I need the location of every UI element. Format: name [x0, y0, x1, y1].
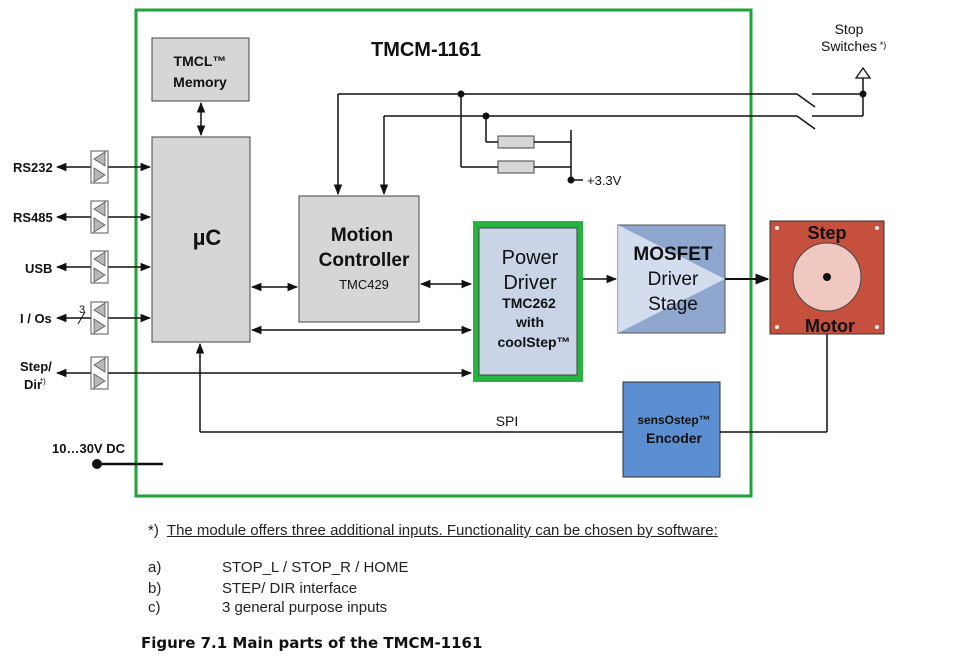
- stop-switch-2: [796, 115, 816, 130]
- motor-label-2: Motor: [805, 316, 855, 336]
- option-c-text: 3 general purpose inputs: [222, 599, 388, 616]
- figure-caption: Figure 7.1 Main parts of the TMCM-1161: [141, 634, 483, 652]
- power-driver-block: [478, 227, 578, 376]
- stop-footnote-mark: *): [880, 40, 887, 50]
- motor-label-1: Step: [807, 223, 846, 243]
- power-label-4: with: [515, 314, 544, 330]
- motor-screw-tl: [775, 226, 779, 230]
- rs485-interface: RS485: [13, 200, 152, 234]
- stop-node: [859, 90, 867, 98]
- stepdir-label-1: Step/: [20, 359, 52, 374]
- motor-screw-tr: [875, 226, 879, 230]
- stepdir-mark: *): [40, 377, 46, 386]
- motion-label-2: Controller: [319, 250, 410, 271]
- motor-screw-br: [875, 325, 879, 329]
- motor-shaft: [823, 273, 831, 281]
- mosfet-label-1: MOSFET: [633, 244, 713, 265]
- power-label-5: coolStep™: [497, 334, 570, 350]
- memory-label-2: Memory: [173, 74, 227, 90]
- uc-block: [151, 136, 251, 343]
- module-title: TMCM-1161: [371, 39, 481, 61]
- encoder-block: [622, 381, 721, 478]
- usb-interface: USB: [25, 250, 152, 284]
- option-b-key: b): [148, 580, 162, 597]
- stepdir-label-2: Dir: [24, 377, 42, 392]
- footnote-line: *) The module offers three additional in…: [148, 522, 718, 539]
- power-label-1: Power: [502, 247, 559, 269]
- motion-label-3: TMC429: [339, 277, 389, 292]
- mosfet-arrow-shape: [618, 225, 725, 333]
- v33-label: +3.3V: [587, 173, 622, 188]
- option-c-key: c): [148, 599, 161, 616]
- motion-label-1: Motion: [331, 225, 393, 246]
- encoder-label-2: Encoder: [646, 430, 703, 446]
- power-label-2: Driver: [503, 272, 557, 294]
- rs232-label: RS232: [13, 160, 53, 175]
- ios-interface: I / Os 3: [20, 301, 152, 335]
- mosfet-label-2: Driver: [648, 269, 699, 290]
- encoder-label-1: sensOstep™: [637, 413, 710, 427]
- stepdir-interface: Step/ Dir *): [20, 356, 473, 392]
- option-a-text: STOP_L / STOP_R / HOME: [222, 559, 409, 576]
- option-a-key: a): [148, 559, 162, 576]
- usb-label: USB: [25, 261, 52, 276]
- stop-label-2: Switches: [821, 38, 877, 54]
- mosfet-label-3: Stage: [648, 294, 698, 315]
- memory-label-1: TMCL™: [174, 53, 227, 69]
- ios-label: I / Os: [20, 311, 52, 326]
- ios-count: 3: [79, 304, 85, 316]
- memory-block: [151, 37, 250, 102]
- power-label-3: TMC262: [502, 295, 556, 311]
- pullup-resistor-1: [497, 135, 535, 149]
- spi-label: SPI: [496, 413, 519, 429]
- power-input-label: 10…30V DC: [52, 441, 126, 456]
- module-frame: [134, 8, 753, 498]
- stop-label-1: Stop: [835, 21, 864, 37]
- option-b-text: STEP/ DIR interface: [222, 580, 358, 597]
- footnote-text: The module offers three additional input…: [166, 522, 718, 539]
- motion-controller-block: [298, 195, 420, 323]
- pullup-resistor-2: [497, 160, 535, 174]
- uc-label: µC: [193, 225, 222, 250]
- rs232-interface: RS232: [13, 150, 152, 184]
- motor-screw-bl: [775, 325, 779, 329]
- footnote-marker: *): [148, 522, 159, 539]
- power-input-node: [92, 459, 102, 469]
- rs485-label: RS485: [13, 210, 53, 225]
- stop-switch-1: [796, 93, 816, 108]
- stop-terminal: [854, 66, 872, 79]
